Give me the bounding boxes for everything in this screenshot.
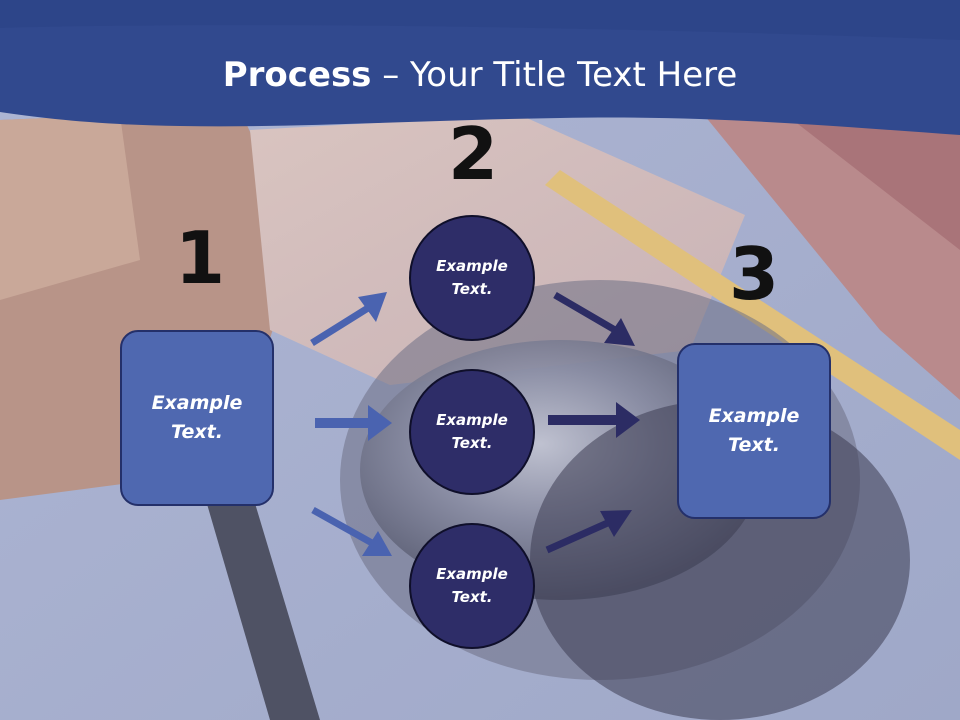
step-box-1: Example Text. (120, 330, 274, 506)
middle-node-top-label: Example Text. (436, 257, 508, 298)
title-rest: – Your Title Text Here (371, 55, 738, 95)
step-number-2: 2 (447, 112, 499, 196)
step-box-3-label: Example Text. (708, 405, 800, 456)
middle-node-bottom-label: Example Text. (436, 565, 508, 606)
middle-node-top: Example Text. (409, 215, 535, 341)
step-box-1-label: Example Text. (151, 392, 243, 443)
arrow-right-middle (548, 402, 640, 438)
slide-title: Process – Your Title Text Here (0, 52, 960, 98)
arrow-left-middle (315, 405, 392, 441)
arrow-left-up (310, 292, 387, 346)
arrow-right-up (545, 510, 632, 554)
step-number-3: 3 (728, 232, 780, 316)
step-number-1: 1 (174, 216, 226, 300)
middle-node-center-label: Example Text. (436, 411, 508, 452)
middle-node-bottom: Example Text. (409, 523, 535, 649)
title-bold: Process (222, 55, 372, 95)
arrow-right-down (553, 291, 635, 346)
arrow-left-down (311, 506, 392, 556)
step-box-3: Example Text. (677, 343, 831, 519)
middle-node-center: Example Text. (409, 369, 535, 495)
